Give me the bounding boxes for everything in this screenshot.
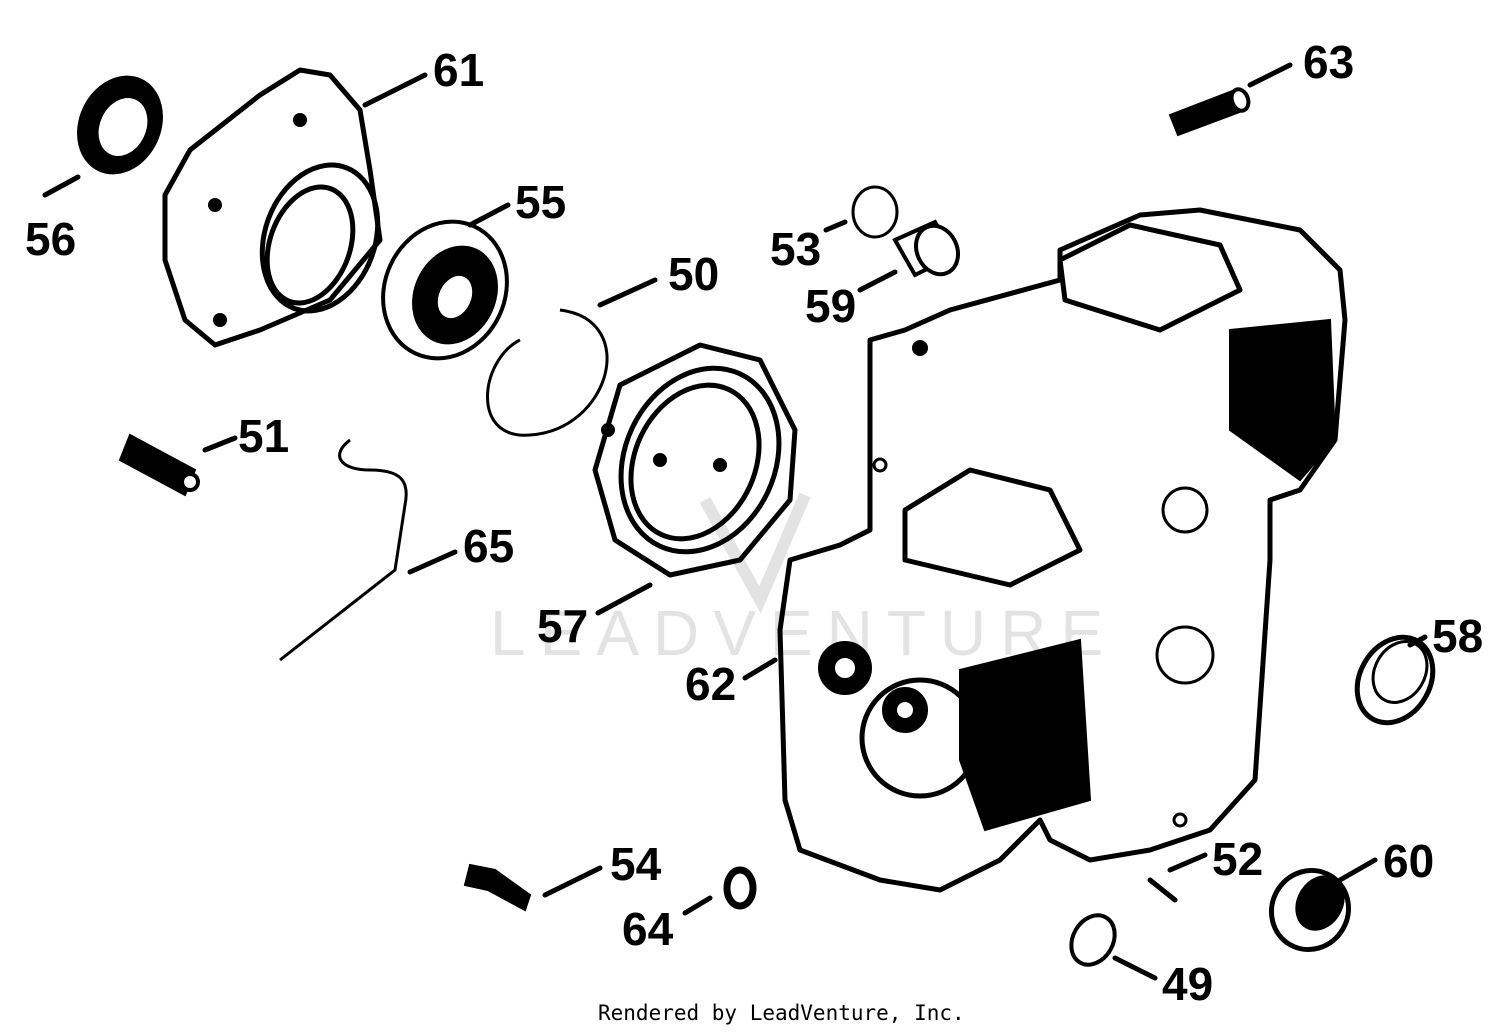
part-wire (279, 438, 408, 662)
part-bearing (381, 219, 509, 361)
part-crankcase (777, 207, 1348, 893)
callout-52: 52 (1212, 833, 1263, 885)
callout-51: 51 (238, 410, 289, 462)
watermark-logo (699, 492, 811, 614)
watermark-text: LEADVENTURE (490, 597, 1117, 669)
part-plug (892, 219, 960, 278)
callout-59: 59 (805, 280, 856, 332)
part-o-ring (723, 866, 757, 910)
part-seal (77, 75, 163, 175)
leader-lines (42, 62, 1428, 981)
callout-50: 50 (668, 248, 719, 300)
part-gasket (592, 342, 798, 578)
credit-text: Rendered by LeadVenture, Inc. (598, 1001, 965, 1025)
callout-56: 56 (25, 213, 76, 265)
callout-57: 57 (537, 600, 588, 652)
part-screw (463, 863, 532, 912)
callout-58: 58 (1432, 610, 1483, 662)
part-retaining-ring (486, 308, 609, 437)
callout-54: 54 (610, 838, 662, 890)
part-bushing-lower (1268, 867, 1352, 953)
callout-55: 55 (515, 176, 566, 228)
part-cap (851, 185, 899, 239)
part-pin (1168, 87, 1251, 137)
callout-labels: 56 61 55 50 51 65 57 53 59 63 62 58 54 6… (25, 36, 1483, 1010)
callout-64: 64 (622, 903, 674, 955)
callout-63: 63 (1303, 36, 1354, 88)
callout-61: 61 (433, 44, 484, 96)
callout-53: 53 (770, 223, 821, 275)
callout-60: 60 (1383, 835, 1434, 887)
callout-62: 62 (685, 658, 736, 710)
callout-65: 65 (463, 520, 514, 572)
part-stud (118, 433, 200, 497)
part-roll-pin (1147, 877, 1178, 903)
part-cup-plug (1069, 913, 1117, 967)
callout-49: 49 (1162, 958, 1213, 1010)
part-closure-plate (162, 67, 383, 348)
